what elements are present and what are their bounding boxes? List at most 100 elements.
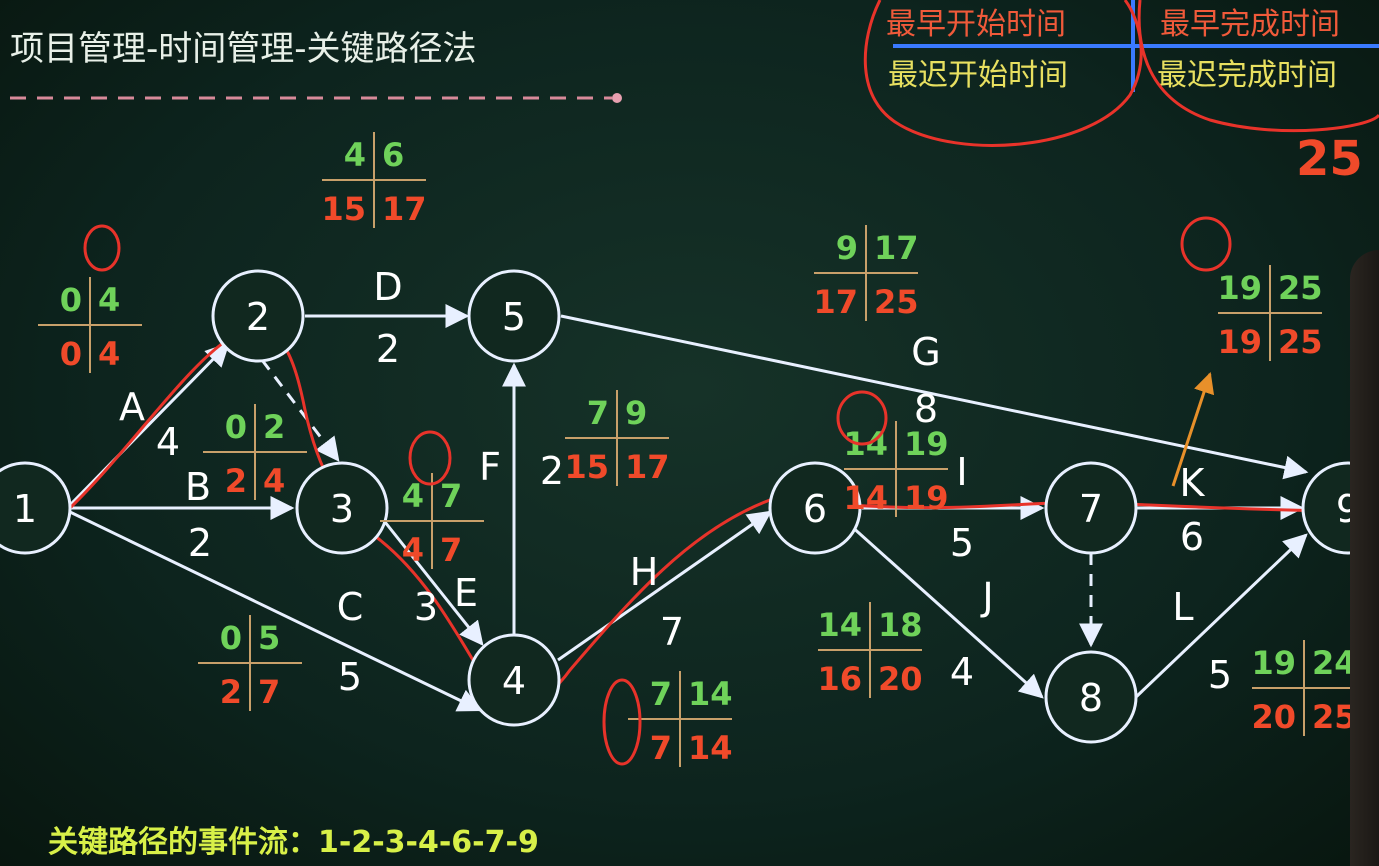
activity-E-duration: 3 xyxy=(414,585,438,629)
activity-H-name: H xyxy=(630,550,659,594)
timebox-J-es: 14 xyxy=(817,606,862,644)
node-8-circle xyxy=(1044,650,1138,744)
node-6-label: 6 xyxy=(803,487,827,531)
timebox-E-es: 4 xyxy=(402,477,424,515)
timebox-F-ls: 15 xyxy=(564,448,609,486)
hand-annotations xyxy=(83,216,1232,766)
node-2-label: 2 xyxy=(246,295,270,339)
timebox-E-ls: 4 xyxy=(402,531,424,569)
legend-es: 最早开始时间 xyxy=(886,7,1066,42)
activity-D-name: D xyxy=(373,265,402,309)
title-underline-dot xyxy=(612,93,622,103)
activity-L-name: L xyxy=(1172,585,1193,629)
timebox-B-ls: 2 xyxy=(225,462,247,500)
node-8-label: 8 xyxy=(1079,676,1103,720)
timebox-G-ls: 17 xyxy=(813,283,858,321)
activity-L-duration: 5 xyxy=(1208,653,1232,697)
timebox-J-lf: 20 xyxy=(878,660,923,698)
legend-ls: 最迟开始时间 xyxy=(888,58,1068,93)
timebox-K-ls: 19 xyxy=(1217,323,1262,361)
timebox-K-es: 19 xyxy=(1217,269,1262,307)
presenter-silhouette xyxy=(1350,250,1379,866)
timebox-I-ls: 14 xyxy=(843,479,888,517)
activity-I-name: I xyxy=(956,450,967,494)
timebox-D-ef: 6 xyxy=(382,136,404,174)
activity-A-name: A xyxy=(119,385,145,429)
arrow-E xyxy=(383,521,484,646)
node-5-label: 5 xyxy=(502,295,526,339)
node-2-circle xyxy=(211,269,305,363)
activity-F-name: F xyxy=(479,445,501,489)
timebox-A-es: 0 xyxy=(60,281,82,319)
arrow-L xyxy=(1134,533,1308,699)
timebox-K-ef: 25 xyxy=(1278,269,1323,307)
legend-lf: 最迟完成时间 xyxy=(1157,58,1337,93)
annotation-arrow-K xyxy=(1171,372,1215,487)
project-total: 25 xyxy=(1296,131,1363,187)
timebox-F-ef: 9 xyxy=(625,394,647,432)
arrow-G xyxy=(560,314,1309,480)
timebox-L-ls: 20 xyxy=(1251,698,1296,736)
timebox-D-es: 4 xyxy=(344,136,366,174)
timebox-C-ef: 5 xyxy=(258,619,280,657)
activity-G-duration: 8 xyxy=(914,387,938,431)
timebox-A-lf: 4 xyxy=(98,335,120,373)
activity-C-name: C xyxy=(337,585,364,629)
timebox-B-es: 0 xyxy=(225,408,247,446)
activity-K-duration: 6 xyxy=(1180,515,1204,559)
page-title: 项目管理-时间管理-关键路径法 xyxy=(10,29,477,69)
activity-E-name: E xyxy=(454,571,478,615)
node-3-circle xyxy=(295,461,389,555)
activity-G-name: G xyxy=(911,330,940,374)
annotation-circle-A xyxy=(83,224,121,272)
node-7-label: 7 xyxy=(1079,487,1103,531)
timebox-H-es: 7 xyxy=(650,675,672,713)
annotation-circle-E xyxy=(408,430,452,486)
node-1-circle xyxy=(0,461,72,555)
node-1-label: 1 xyxy=(13,487,37,531)
arrow-C xyxy=(69,510,483,712)
timebox-C-es: 0 xyxy=(220,619,242,657)
nodes: 1 2 3 4 5 6 7 8 9 xyxy=(0,269,1379,744)
activity-B-duration: 2 xyxy=(188,521,212,565)
arrow-J xyxy=(848,523,1044,699)
timebox-C-ls: 2 xyxy=(220,673,242,711)
timebox-B-ef: 2 xyxy=(263,408,285,446)
timebox-G-es: 9 xyxy=(836,229,858,267)
timebox-I-ef: 19 xyxy=(904,425,949,463)
node-5-circle xyxy=(467,269,561,363)
arrow-H xyxy=(557,510,772,662)
timebox-G: 9 17 17 25 xyxy=(813,225,919,321)
timebox-H-ef: 14 xyxy=(688,675,733,713)
node-4-label: 4 xyxy=(502,659,526,703)
legend: 最早开始时间 最早完成时间 最迟开始时间 最迟完成时间 xyxy=(863,0,1379,147)
annotation-circle-K xyxy=(1180,216,1232,272)
timebox-J-ls: 16 xyxy=(817,660,862,698)
legend-circle-left xyxy=(863,0,1143,147)
legend-circle-right xyxy=(1137,0,1379,133)
annotation-circle-H xyxy=(602,678,642,766)
activity-J-name: J xyxy=(980,575,993,619)
timebox-A-ef: 4 xyxy=(98,281,120,319)
timebox-G-ef: 17 xyxy=(874,229,919,267)
activity-A-duration: 4 xyxy=(156,420,180,464)
timebox-G-lf: 25 xyxy=(874,283,919,321)
activity-C-duration: 5 xyxy=(338,655,362,699)
timebox-L-ef: 24 xyxy=(1312,644,1357,682)
timebox-I-lf: 19 xyxy=(904,479,949,517)
arrow-A xyxy=(68,342,230,507)
node-4-circle xyxy=(467,633,561,727)
activity-I-duration: 5 xyxy=(950,521,974,565)
